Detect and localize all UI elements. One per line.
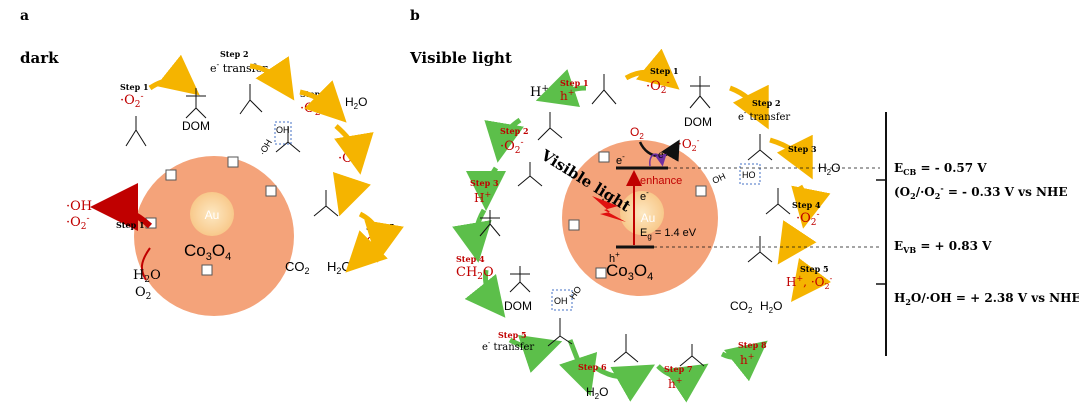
- o2-radical-ys4-b: ·O2-: [796, 210, 820, 228]
- step1-yellow-b: Step 1: [650, 66, 679, 76]
- h-plus-gs3-b: H+: [474, 190, 491, 205]
- o2-bottom-a: O2: [135, 285, 151, 302]
- au-core-b: [620, 191, 664, 235]
- eg-label: Eg = 1.4 eV: [640, 227, 697, 241]
- red-link-a: [140, 247, 151, 281]
- dom-label-a: DOM: [182, 119, 210, 133]
- ho-fragment-left-b: HO: [567, 284, 583, 301]
- e-transfer-green-b: e- transfer: [482, 339, 534, 353]
- panel-a: a dark Au Co3O4 ·OH ·O2- Step 1 H2O: [20, 8, 404, 316]
- o2-top-b: O2: [630, 125, 644, 141]
- panel-a-title: dark: [20, 49, 59, 67]
- ho-box-right-b: [739, 163, 761, 185]
- step5-green-b: Step 5: [498, 330, 527, 340]
- step4-green-b: Step 4: [456, 254, 485, 264]
- oh-fragment-right-b: OH: [711, 171, 727, 186]
- evb-label: EVB = + 0.83 V: [894, 239, 992, 255]
- h2o-bottom-a: H2O: [133, 268, 161, 285]
- oh-radical-a: ·OH: [66, 199, 92, 214]
- ho-fragment-right-b: HO: [742, 170, 756, 180]
- molecule-skeletons-b: [479, 74, 791, 367]
- surface-sites-b: [568, 151, 707, 279]
- o2-radical-top-b: ·O2-: [678, 136, 700, 153]
- step8-green-b: Step 8: [738, 340, 767, 350]
- o2-radical-a: ·O2-: [66, 214, 90, 232]
- oh-fragment2-a: ·OH: [257, 138, 274, 157]
- h-vb-label: h+: [609, 250, 620, 265]
- yellow-arrows-b: [624, 48, 831, 303]
- e-transfer-yellow-b: e- transfer: [738, 109, 790, 123]
- h-plus-gs7-b: h+: [668, 376, 682, 391]
- co3o4-label-b: Co3O4: [606, 261, 653, 283]
- co3o4-label-a: Co3O4: [184, 241, 231, 263]
- co2-a: CO2: [285, 259, 310, 276]
- step7-green-b: Step 7: [664, 364, 693, 374]
- h-plus-top-b: H+: [530, 84, 549, 100]
- co2-b: CO2: [730, 299, 753, 315]
- red-release-arrow-a: [90, 183, 153, 232]
- step2-yellow-b: Step 2: [752, 98, 781, 108]
- h-plus-gs8-b: h+: [740, 352, 754, 367]
- au-label-a: Au: [205, 208, 220, 222]
- h-plus-gs1-b: h+: [560, 88, 574, 103]
- e-excited-label: e-: [640, 188, 649, 203]
- level-connectors: [654, 167, 880, 248]
- panel-a-letter: a: [20, 8, 29, 24]
- step1-green-b: Step 1: [560, 78, 589, 88]
- o2-radical-gs2-b: ·O2-: [500, 138, 524, 156]
- dom-left-b: DOM: [504, 299, 532, 313]
- step1-left-a: Step 1: [116, 220, 145, 230]
- oh-fragment-left-b: OH: [554, 296, 568, 306]
- panel-b-letter: b: [410, 8, 420, 24]
- step5-yellow-b: Step 5: [800, 264, 829, 274]
- oh-box-left-b: [551, 289, 573, 311]
- potential-scale: ECB = - 0.57 V (O2/·O2- = - 0.33 V vs NH…: [876, 112, 1079, 356]
- step3-yellow-b: Step 3: [788, 144, 817, 154]
- step2-a: Step 2: [220, 49, 249, 59]
- step2-green-b: Step 2: [500, 126, 529, 136]
- ecb-label: ECB = - 0.57 V: [894, 161, 987, 177]
- step4-yellow-b: Step 4: [792, 200, 821, 210]
- enhance-label: enhance: [640, 175, 682, 187]
- electron-transfer-arrow: [649, 153, 667, 167]
- h2o-end-b: H2O: [760, 299, 782, 315]
- ch2o-b: CH2O: [456, 265, 494, 282]
- oh-box-a: [274, 121, 292, 145]
- panel-b-title: Visible light: [409, 49, 512, 67]
- o2-radical-step3-a: ·O2-: [300, 100, 324, 118]
- e-small-label: e: [658, 150, 664, 161]
- oh-couple-label: H2O/·OH = + 2.38 V vs NHE: [894, 291, 1079, 307]
- o2-radical-step1-a: ·O2-: [120, 92, 144, 110]
- co3o4-sphere-a: [134, 156, 294, 316]
- h2o-end-a: H2O: [327, 259, 352, 276]
- lightning-icon: [592, 196, 626, 222]
- h2o-step3-a: H2O: [345, 95, 367, 111]
- au-core-a: [190, 192, 234, 236]
- e-cb-label: e-: [616, 152, 625, 167]
- h2o-green-b: H2O: [586, 385, 608, 401]
- step1-top-a: Step 1: [120, 82, 149, 92]
- oh-fragment-a: OH: [276, 125, 290, 135]
- yellow-arrows-a: [148, 54, 404, 273]
- h-plus-o2-b: H+, ·O2-: [786, 274, 833, 291]
- panel-b: b Visible light Au Co3O4 e- e- h+ Eg = 1…: [409, 8, 880, 403]
- o2-couple-label: (O2/·O2- = - 0.33 V vs NHE: [894, 183, 1067, 201]
- dom-top-b: DOM: [684, 115, 712, 129]
- step3-green-b: Step 3: [470, 178, 499, 188]
- h2o-yellow-b: H2O: [818, 161, 840, 177]
- step6-green-b: Step 6: [578, 362, 607, 372]
- au-label-b: Au: [641, 211, 656, 225]
- molecule-skeletons-a: [125, 84, 339, 217]
- o2-radical-ys1-b: ·O2-: [646, 78, 670, 96]
